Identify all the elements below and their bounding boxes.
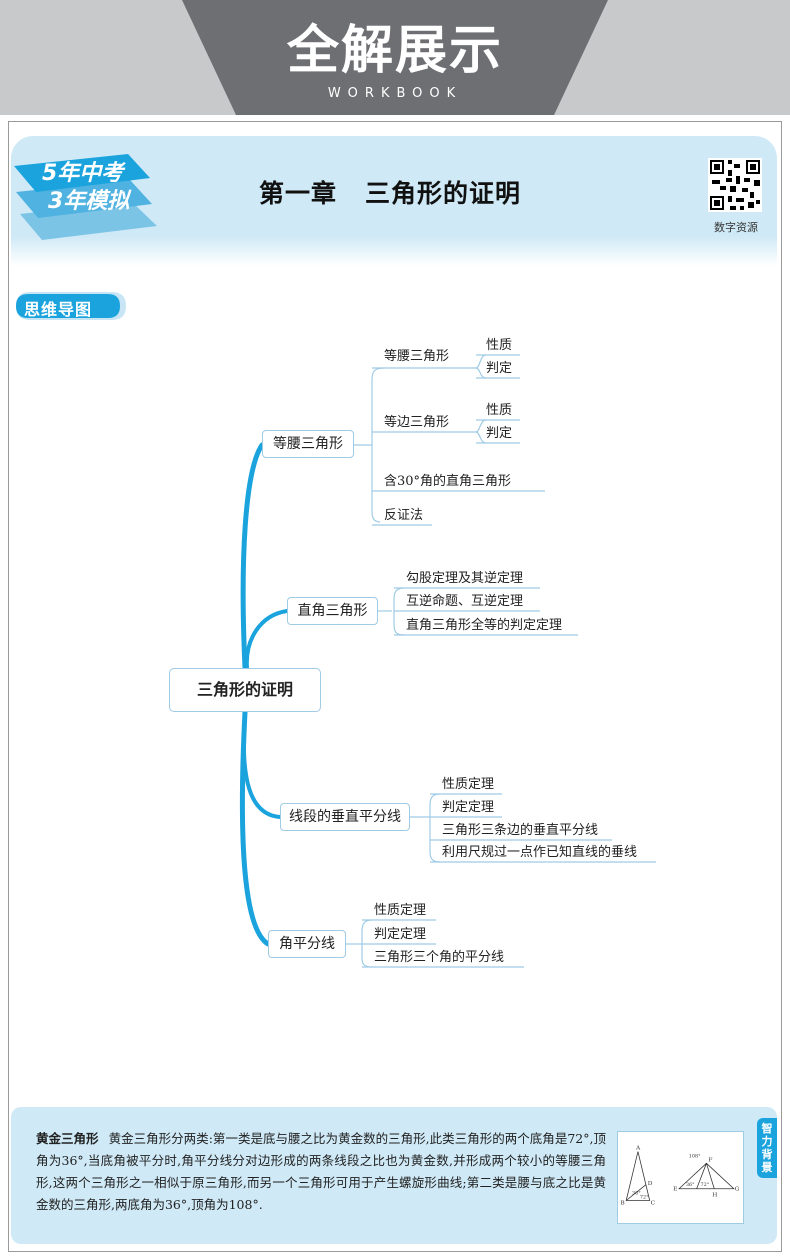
node-three-angle-bisectors: 三角形三个角的平分线	[374, 950, 505, 965]
golden-triangle-body: 黄金三角形分两类:第一类是底与腰之比为黄金数的三角形,此类三角形的两个底角是72…	[36, 1131, 606, 1212]
node-criterion-theorem: 判定定理	[442, 800, 495, 815]
chapter-name: 三角形的证明	[365, 179, 522, 208]
node-30-degree-right-triangle: 含30°角的直角三角形	[384, 474, 512, 489]
svg-text:3年模拟: 3年模拟	[48, 188, 132, 214]
node-isosceles-triangle: 等腰三角形	[384, 349, 450, 364]
leaf-criterion: 判定	[486, 426, 513, 441]
golden-triangle-text: 黄金三角形黄金三角形分两类:第一类是底与腰之比为黄金数的三角形,此类三角形的两个…	[36, 1128, 606, 1216]
node-criterion-theorem: 判定定理	[374, 927, 427, 942]
leaf-property: 性质	[486, 338, 513, 353]
branch-right-triangle: 直角三角形	[287, 597, 378, 625]
leaf-criterion: 判定	[486, 361, 513, 376]
side-tab-background: 智力背景	[757, 1118, 777, 1178]
fig-label-h: H	[712, 1193, 717, 1199]
node-property-theorem: 性质定理	[374, 903, 427, 918]
section-tag	[16, 292, 126, 320]
node-hl-congruence: 直角三角形全等的判定定理	[406, 618, 563, 633]
chapter-title: 第一章三角形的证明	[200, 174, 580, 210]
section-label: 思维导图	[24, 300, 93, 319]
banner-title: 全解展示	[286, 21, 503, 81]
fig-angle-36: 36°	[686, 1182, 695, 1188]
fig-angle-2: 72°	[640, 1195, 649, 1201]
page-frame	[8, 121, 782, 1252]
fig-label-e: E	[673, 1187, 677, 1193]
fig-label-f: F	[708, 1157, 712, 1163]
leaf-property: 性质	[486, 403, 513, 418]
banner-trapezoid	[182, 0, 608, 115]
qr-code-icon[interactable]	[708, 158, 762, 212]
node-converse-propositions: 互逆命题、互逆定理	[406, 594, 524, 609]
node-pythagorean-theorem: 勾股定理及其逆定理	[406, 571, 524, 586]
fig-angle-108: 108°	[689, 1153, 701, 1159]
fig-label-c: C	[651, 1200, 656, 1206]
golden-triangle-term: 黄金三角形	[36, 1131, 99, 1146]
chapter-header-fade	[11, 236, 777, 266]
fig-label-a: A	[635, 1146, 641, 1152]
node-compass-perpendicular: 利用尺规过一点作已知直线的垂线	[442, 845, 638, 860]
branch-angle-bisector: 角平分线	[268, 930, 346, 958]
node-property-theorem: 性质定理	[442, 777, 495, 792]
fig-label-b: B	[620, 1200, 624, 1206]
brand-logo: 5年中考 3年模拟	[14, 154, 157, 240]
branch-perpendicular-bisector: 线段的垂直平分线	[280, 803, 410, 831]
fig-angle-72: 72°	[701, 1182, 710, 1188]
fig-angle-1: 36°	[632, 1191, 641, 1197]
fig-label-g: G	[735, 1187, 740, 1193]
qr-label: 数字资源	[714, 221, 758, 234]
chapter-number: 第一章	[258, 179, 337, 208]
golden-triangle-figure: A B C D 36° 72° 108° F E G H 36° 72°	[617, 1131, 744, 1224]
banner-subtitle: WORKBOOK	[327, 86, 463, 101]
node-three-side-bisectors: 三角形三条边的垂直平分线	[442, 823, 599, 838]
mindmap-root: 三角形的证明	[169, 668, 321, 712]
fig-label-d: D	[648, 1181, 653, 1187]
node-proof-by-contradiction: 反证法	[384, 508, 424, 523]
svg-text:5年中考: 5年中考	[42, 160, 126, 186]
node-equilateral-triangle: 等边三角形	[384, 415, 450, 430]
branch-isosceles: 等腰三角形	[262, 430, 354, 458]
